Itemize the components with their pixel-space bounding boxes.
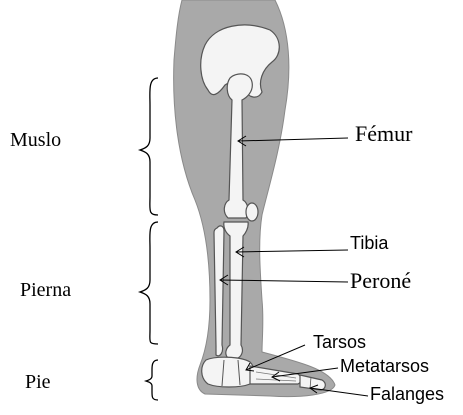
- metatarsals-label: Metatarsos: [340, 357, 429, 375]
- thigh-label: Muslo: [10, 130, 61, 150]
- tarsal-bones: [202, 357, 255, 387]
- leg-label: Pierna: [20, 280, 71, 300]
- femur-label: Fémur: [355, 123, 412, 145]
- foot-label: Pie: [25, 372, 51, 392]
- leg-brace: [140, 222, 158, 344]
- tibia-label: Tibia: [350, 234, 388, 252]
- thigh-brace: [140, 78, 158, 215]
- phalanges-label: Falanges: [370, 385, 444, 403]
- foot-brace: [146, 360, 158, 400]
- fibula-bone: [214, 226, 224, 356]
- tarsals-label: Tarsos: [313, 333, 366, 351]
- patella-bone: [246, 203, 258, 221]
- fibula-label: Peroné: [350, 270, 411, 292]
